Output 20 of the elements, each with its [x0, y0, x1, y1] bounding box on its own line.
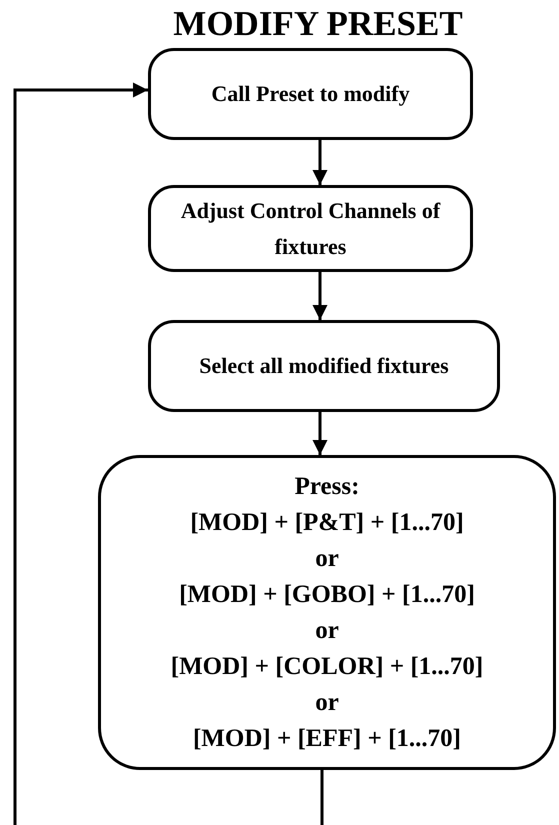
step-text: [MOD] + [EFF] + [1...70]: [192, 724, 461, 754]
step-text: Select all modified fixtures: [199, 352, 449, 380]
process-box: [98, 455, 556, 770]
arrow: [312, 272, 328, 320]
process-box: [148, 320, 500, 412]
step-text: Adjust Control Channels of fixtures: [180, 196, 442, 260]
diagram-title: MODIFY PRESET: [172, 3, 464, 45]
step-text: or: [315, 616, 339, 646]
step-text: or: [315, 544, 339, 574]
arrow: [14, 82, 148, 825]
step-text: Call Preset to modify: [211, 80, 410, 108]
process-box: [148, 185, 473, 272]
arrow: [312, 412, 328, 455]
step-text: or: [315, 688, 339, 718]
process-box: [148, 48, 473, 140]
step-text: Press:: [294, 472, 360, 502]
arrow: [312, 140, 328, 185]
step-text: [MOD] + [GOBO] + [1...70]: [179, 580, 475, 610]
step-text: [MOD] + [P&T] + [1...70]: [190, 508, 464, 538]
step-text: [MOD] + [COLOR] + [1...70]: [170, 652, 484, 682]
